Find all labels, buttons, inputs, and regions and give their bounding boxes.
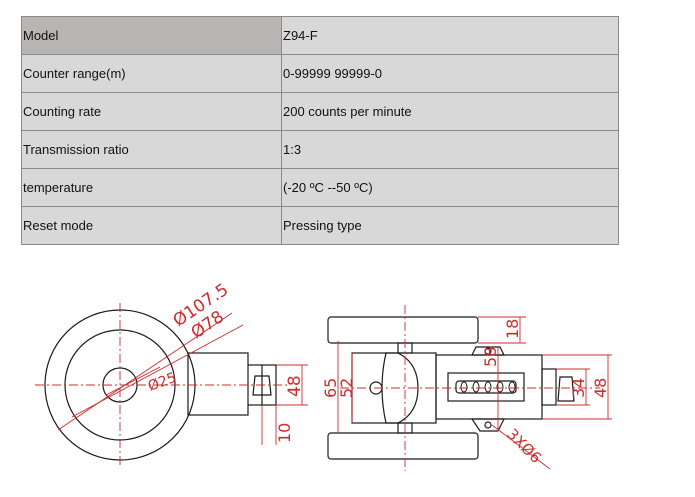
mount-plate-bottom [470,418,505,432]
spec-label: temperature [21,168,282,207]
spec-row-reset-mode: Reset mode Pressing type [21,206,619,245]
spec-value: Z94-F [281,16,619,55]
digit-strip [455,380,517,394]
spec-row-transmission-ratio: Transmission ratio 1:3 [21,130,619,169]
counter-body [187,352,249,416]
mount-plate-top [471,346,505,356]
spec-label: Model [21,16,282,55]
digit-wheel [496,381,504,393]
spec-table: Model Z94-F Counter range(m) 0-99999 999… [21,16,619,245]
spec-label: Transmission ratio [21,130,282,169]
mount-hole [484,347,492,355]
bottom-wheel [327,432,479,460]
leader-hub-diameter [105,366,161,396]
dim-34: 34 [569,378,588,398]
dim-offset: 10 [275,423,294,443]
spec-row-counting-rate: Counting rate 200 counts per minute [21,92,619,131]
right-view-centerlines [340,305,600,471]
spec-row-temperature: temperature (-20 ºC --50 ºC) [21,168,619,207]
right-view-dimensions [337,316,612,470]
dim-65: 65 [321,378,340,398]
knob [252,375,272,396]
spec-value: 1:3 [281,130,619,169]
digit-wheel [472,381,480,393]
leader-holes [491,424,551,470]
dim-18: 18 [503,319,522,339]
digit-wheel [508,381,516,393]
digit-wheels [460,381,516,393]
spec-row-counter-range: Counter range(m) 0-99999 99999-0 [21,54,619,93]
leader-wheel-diameter [71,324,244,418]
leader-outer-diameter [57,312,233,431]
digit-wheel [484,381,492,393]
reset-button [541,368,557,406]
spec-value: 0-99999 99999-0 [281,54,619,93]
dim-48: 48 [591,378,610,398]
technical-drawing: Ø107.5 Ø78 Ø25 48 10 [35,280,612,471]
spec-label: Reset mode [21,206,282,245]
knob [557,376,575,402]
spec-label: Counter range(m) [21,54,282,93]
mount-hole [484,421,492,429]
dim-height: 48 [285,375,305,397]
top-wheel [327,316,479,344]
dim-hub-diameter: Ø25 [146,370,179,395]
spec-value: (-20 ºC --50 ºC) [281,168,619,207]
dim-52: 52 [337,378,356,398]
spec-value: 200 counts per minute [281,92,619,131]
spec-label: Counting rate [21,92,282,131]
left-view-centerlines [35,303,290,467]
dim-58: 58 [481,347,500,367]
digit-wheel [460,381,468,393]
left-view-dimensions [57,312,308,445]
spec-row-model: Model Z94-F [21,16,619,55]
spec-value: Pressing type [281,206,619,245]
counter-window [447,372,525,402]
